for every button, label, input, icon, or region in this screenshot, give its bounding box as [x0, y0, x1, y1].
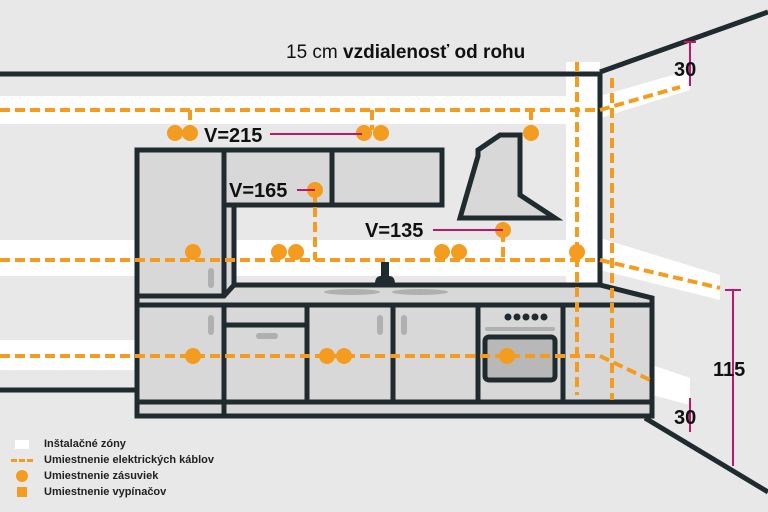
white-zone-icon [10, 439, 34, 449]
corner-distance-title: 15 cm vzdialenosť od rohu [286, 42, 525, 64]
zone-top [0, 96, 598, 124]
legend: Inštalačné zóny Umiestnenie elektrických… [10, 436, 214, 500]
zone-right-top [600, 70, 690, 118]
side-panel [221, 202, 237, 298]
sockets [167, 125, 585, 364]
plinth [134, 399, 655, 419]
details [208, 268, 555, 339]
countertop [134, 282, 655, 308]
height-label-135: V=135 [365, 220, 423, 242]
measure-lines [270, 41, 741, 466]
legend-item: Umiestnenie zásuviek [10, 468, 214, 484]
circle-icon [10, 470, 34, 482]
faucet-icon [375, 262, 395, 284]
square-icon [10, 487, 34, 497]
title-bold: vzdialenosť od rohu [343, 42, 526, 63]
height-label-165: V=165 [229, 180, 287, 202]
kitchen [134, 132, 655, 419]
legend-label: Inštalačné zóny [44, 438, 126, 450]
dashed-line-icon [10, 458, 34, 462]
dimension-top: 30 [674, 59, 696, 81]
legend-item: Umiestnenie vypínačov [10, 484, 214, 500]
upper-cabinet-right [329, 147, 445, 208]
range-hood [456, 132, 564, 221]
oven-knobs [375, 262, 548, 321]
oven-window [482, 334, 558, 383]
dimension-bottom: 30 [674, 407, 696, 429]
legend-label: Umiestnenie vypínačov [44, 486, 167, 498]
legend-label: Umiestnenie zásuviek [44, 470, 159, 482]
legend-item: Inštalačné zóny [10, 436, 214, 452]
dimension-middle: 115 [713, 359, 745, 381]
legend-item: Umiestnenie elektrických káblov [10, 452, 214, 468]
zone-right-bottom [652, 365, 690, 405]
zone-right-middle [600, 238, 720, 300]
legend-label: Umiestnenie elektrických káblov [44, 454, 214, 466]
height-labels: V=215 V=165 V=135 30 115 30 [204, 59, 745, 429]
title-normal: 15 cm [286, 42, 344, 63]
height-label-215: V=215 [204, 125, 262, 147]
